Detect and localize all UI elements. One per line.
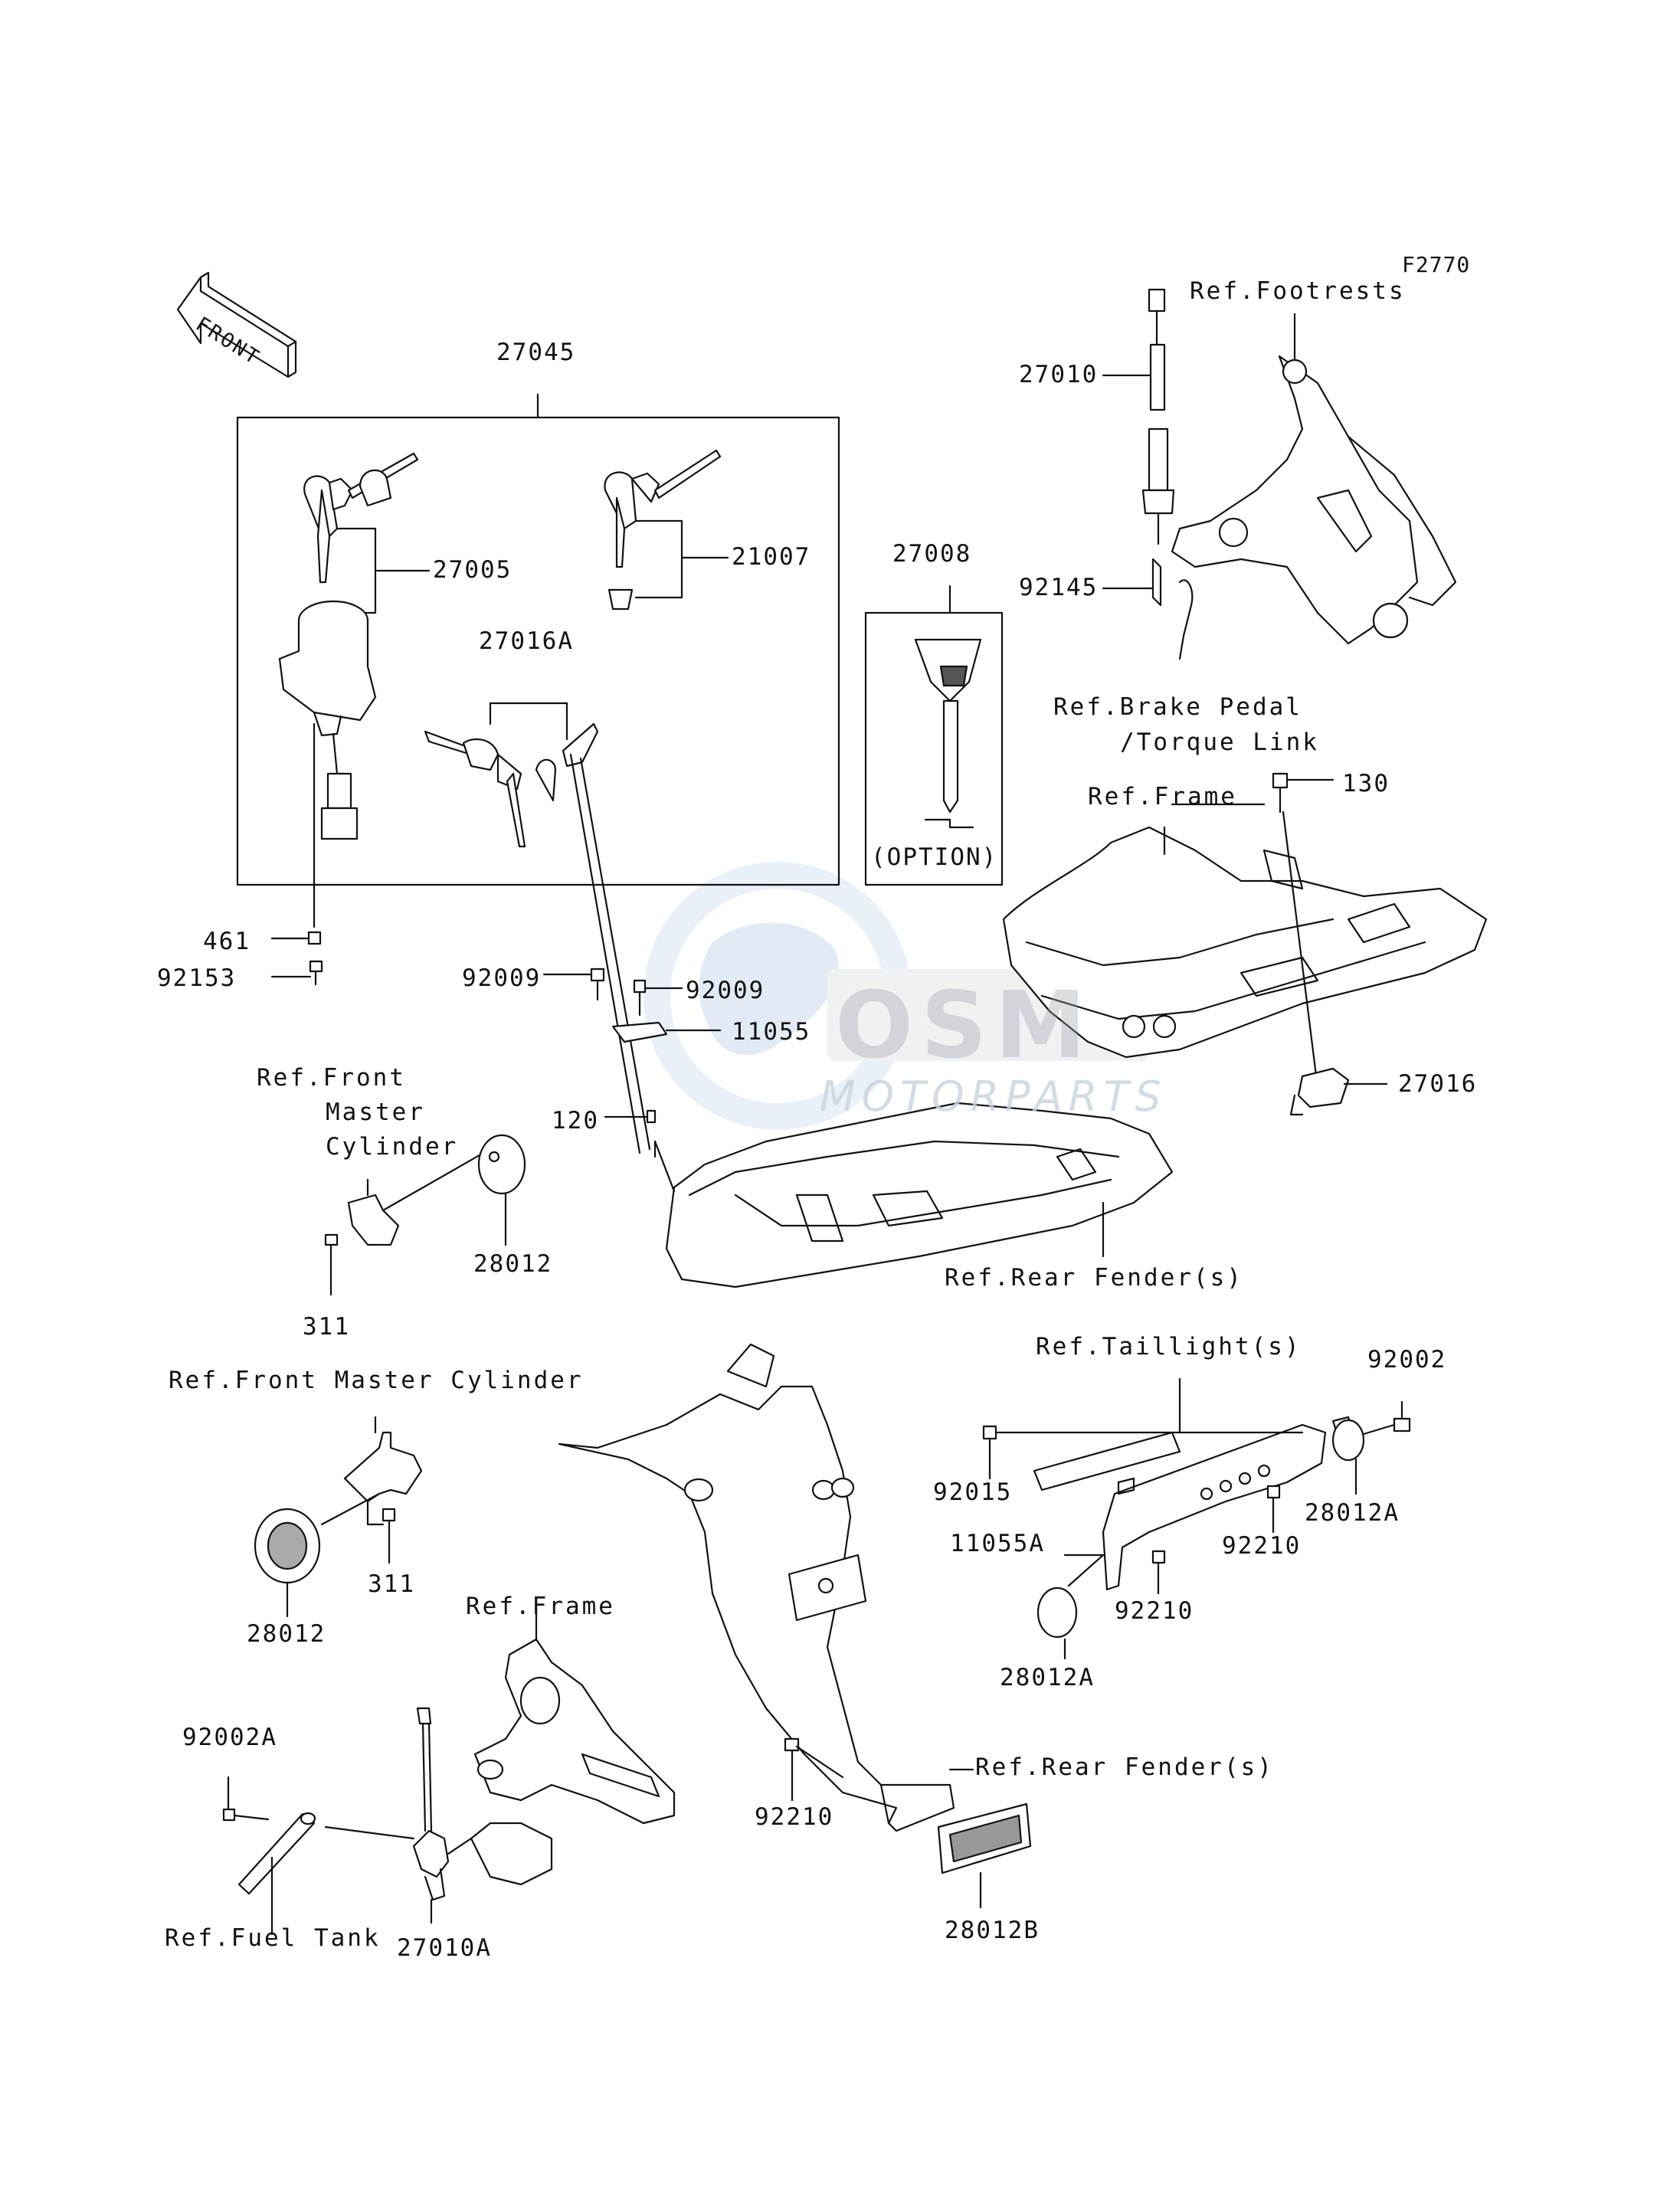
part-92210-right: 92210 (1222, 1532, 1302, 1560)
part-27010: 27010 (1019, 361, 1099, 388)
part-92002A: 92002A (182, 1724, 277, 1751)
part-130: 130 (1342, 770, 1390, 797)
part-27010A: 27010A (397, 1934, 492, 1962)
key-pair-27016A (424, 702, 651, 1154)
part-92145: 92145 (1019, 574, 1099, 601)
part-11055: 11055 (732, 1018, 811, 1046)
part-311-top: 311 (303, 1313, 350, 1341)
part-92009-a: 92009 (462, 964, 542, 992)
part-461: 461 (203, 928, 251, 955)
bolt-92002A (222, 1776, 270, 1822)
ref-footrests: Ref.Footrests (1190, 277, 1406, 305)
nut-92210-bottom (784, 1737, 844, 1802)
part-311-bottom: 311 (368, 1570, 415, 1598)
reflector-28012-bottom (254, 1416, 423, 1618)
part-27005: 27005 (433, 556, 513, 584)
key-set-box (236, 393, 840, 886)
watermark-logo: OSM (835, 973, 1094, 1079)
small-fasteners (270, 931, 722, 1124)
ref-front-master-line3: Cylinder (326, 1133, 459, 1161)
reflector-28012-top (324, 1134, 526, 1296)
fuel-level-switch-27010A (324, 1707, 473, 1924)
ref-torque-link: /Torque Link (1120, 729, 1319, 756)
ref-rear-fender-bottom: Ref.Rear Fender(s) (975, 1753, 1274, 1781)
part-28012B: 28012B (945, 1917, 1040, 1944)
diagram-code: F2770 (1402, 252, 1471, 277)
bolt-130 (1272, 772, 1335, 1089)
footrest-bracket (1171, 313, 1457, 645)
frame-bracket-bottom (470, 1607, 676, 1886)
ref-front-master-cylinder: Ref.Front Master Cylinder (169, 1367, 584, 1394)
part-28012-bottom: 28012 (247, 1620, 326, 1648)
part-92210-mid: 92210 (1115, 1597, 1194, 1625)
part-92002: 92002 (1367, 1346, 1447, 1374)
front-arrow-icon (176, 271, 297, 378)
part-27016A: 27016A (479, 627, 574, 655)
part-21007: 21007 (732, 543, 811, 571)
rear-fender-bottom (558, 1343, 974, 1832)
rear-fender-top (653, 1102, 1174, 1288)
reflector-28012B (937, 1802, 1032, 1909)
part-92153: 92153 (157, 964, 237, 992)
ref-frame-bottom: Ref.Frame (466, 1593, 615, 1620)
ref-front-master-line1: Ref.Front (257, 1064, 406, 1092)
part-28012-top: 28012 (473, 1250, 553, 1278)
part-28012A-bottom: 28012A (1000, 1664, 1095, 1691)
rear-subframe (1002, 803, 1488, 1059)
ref-front-master-line2: Master (326, 1098, 425, 1126)
brake-switch-27010 (1102, 288, 1194, 660)
part-27008: 27008 (892, 540, 972, 568)
seat-lock-27016 (1289, 1067, 1388, 1116)
key-pair-21007 (604, 449, 722, 611)
watermark-globe (644, 862, 1149, 1130)
part-92210-bottom: 92210 (755, 1803, 834, 1831)
key-pair-27005 (303, 452, 419, 584)
ref-taillights: Ref.Taillight(s) (1036, 1333, 1302, 1360)
part-28012A-right: 28012A (1305, 1499, 1400, 1527)
watermark-subtitle: MOTORPARTS (820, 1072, 1167, 1121)
ref-frame-top: Ref.Frame (1088, 783, 1237, 810)
ref-fuel-tank: Ref.Fuel Tank (165, 1924, 381, 1952)
part-27045: 27045 (496, 339, 576, 366)
ref-brake-pedal: Ref.Brake Pedal (1053, 693, 1302, 721)
option-label: (OPTION) (871, 843, 998, 871)
part-92009-b: 92009 (686, 977, 765, 1004)
ignition-switch-body (278, 600, 377, 928)
taillight-bracket-11055A (982, 1377, 1411, 1660)
part-120: 120 (552, 1107, 599, 1135)
option-key-box (864, 584, 1004, 886)
fuel-tank-rod (237, 1812, 316, 1936)
part-92015: 92015 (933, 1478, 1013, 1506)
part-11055A: 11055A (950, 1530, 1045, 1557)
ref-rear-fender-top: Ref.Rear Fender(s) (945, 1264, 1243, 1292)
part-27016: 27016 (1398, 1070, 1478, 1098)
